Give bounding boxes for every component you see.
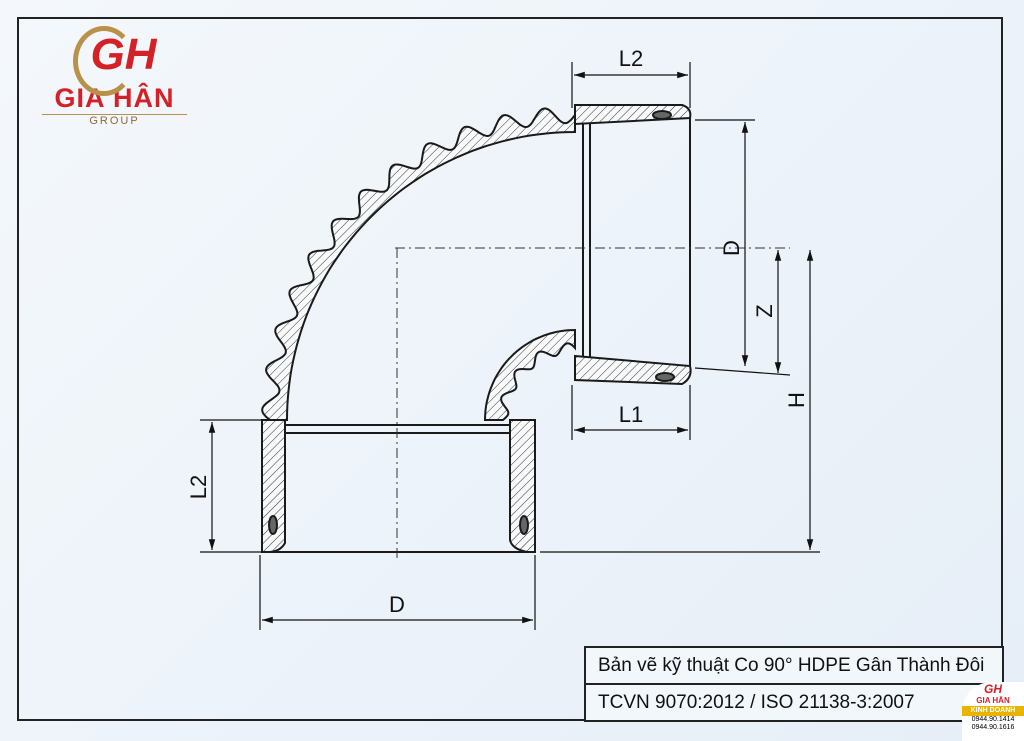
badge-tag: KINH DOANH [962,706,1024,716]
contact-badge: GH GIA HÂN KINH DOANH 0944.90.1414 0944.… [962,682,1024,741]
seal-ring [519,515,529,535]
badge-phone-2: 0944.90.1616 [971,724,1015,731]
top-socket-upper-wall [574,104,692,126]
badge-mark: GH [984,682,1002,696]
logo-mark: GH [72,26,157,96]
badge-phone-1: 0944.90.1414 [971,716,1015,723]
bottom-socket-right-wall [509,419,536,553]
elbow-body [261,104,692,553]
inner-bend-wall [483,328,576,421]
drawing-frame [17,17,1003,721]
dim-z: Z [752,304,777,317]
dim-l1: L1 [619,402,643,427]
dim-bottom-d: D [389,592,405,617]
dim-h: H [784,392,809,408]
seal-ring [268,515,278,535]
badge-name: GIA HÂN [976,696,1010,705]
dim-top-l2: L2 [619,46,643,71]
dim-left-l2: L2 [186,475,211,499]
seal-ring [652,110,672,120]
gia-han-logo: GH GIA HÂN GROUP [32,26,197,128]
drawing-standard: TCVN 9070:2012 / ISO 21138-3:2007 [598,692,915,713]
outer-bend-wall [261,107,576,421]
title-block: Bản vẽ kỹ thuật Co 90° HDPE Gân Thành Đô… [584,646,1004,722]
drawing-title: Bản vẽ kỹ thuật Co 90° HDPE Gân Thành Đô… [586,648,1002,685]
logo-group: GROUP [42,114,187,128]
dimension-lines [200,62,820,630]
seal-ring [655,372,675,382]
dim-right-d: D [719,240,744,256]
centerlines [395,247,790,560]
